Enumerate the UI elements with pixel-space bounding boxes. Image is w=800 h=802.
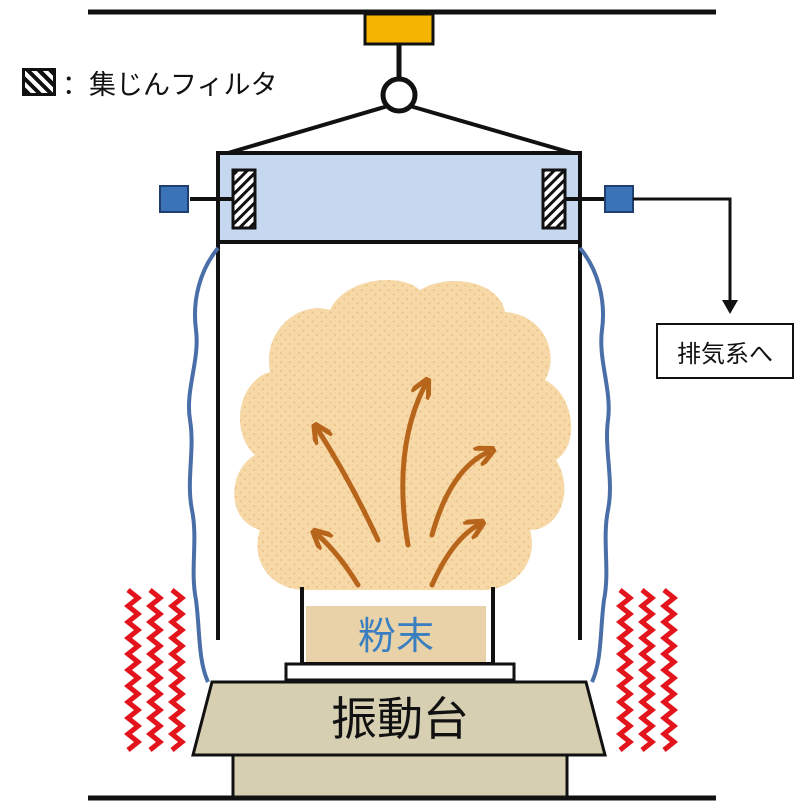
rising-arrow-icon [429,525,478,588]
hood [216,151,582,244]
filter-left-icon [231,168,257,230]
rising-arrows [318,385,488,588]
hook-ring-icon [380,76,418,114]
powder-label: 粉末 [357,613,434,658]
exhaust-label: 排気系へ [656,323,794,379]
table-base [231,753,569,799]
filter-right-icon [541,168,567,230]
flexible-enclosure-right [578,246,612,683]
vibration-zigzag-icon [123,588,143,752]
hatched-filter-icon [22,68,56,96]
vibration-zigzag-icon [145,588,165,752]
powder-bed [306,606,486,664]
vibration-left [123,588,187,752]
dust-cloud [234,279,572,591]
rising-arrow-icon [318,535,361,588]
rising-arrow-icon [318,430,381,543]
mount-block [363,12,435,46]
vibration-right [615,588,679,752]
filter-legend: ：集じんフィルタ [22,64,278,101]
exhaust-arrow-icon [722,300,738,314]
vibration-table [191,680,607,757]
vibration-zigzag-icon [659,588,679,752]
vibration-zigzag-icon [637,588,657,752]
vibration-zigzag-icon [167,588,187,752]
rising-arrow-icon [400,385,425,548]
hanger-cable-right [409,104,573,155]
rising-arrow-icon [429,452,488,538]
sensor-right [604,185,634,213]
flexible-enclosure-left [187,246,220,683]
exhaust-line [633,197,732,305]
vibration-zigzag-icon [615,588,635,752]
container-base-plate [284,662,516,682]
hanger-cable-left [227,104,389,155]
legend-label: ：集じんフィルタ [62,69,278,101]
vibration-table-label: 振動台 [331,692,469,746]
sensor-left [159,185,189,213]
